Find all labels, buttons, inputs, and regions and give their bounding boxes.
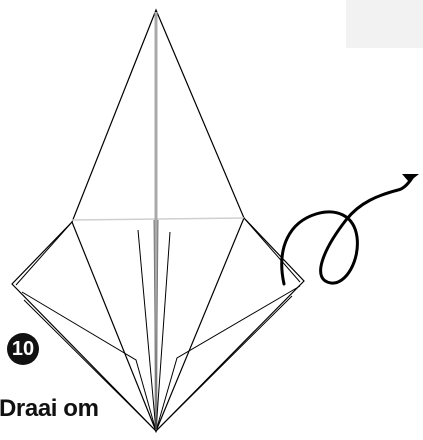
- step-number-badge: 10: [7, 333, 39, 365]
- horizontal-fold-line: [72, 218, 244, 220]
- left-flap-edge: [16, 222, 72, 285]
- instruction-text: Draai om: [0, 397, 99, 421]
- loop-arrow-icon: [282, 174, 419, 284]
- corner-tint: [346, 0, 423, 48]
- right-flap-edge: [244, 218, 300, 282]
